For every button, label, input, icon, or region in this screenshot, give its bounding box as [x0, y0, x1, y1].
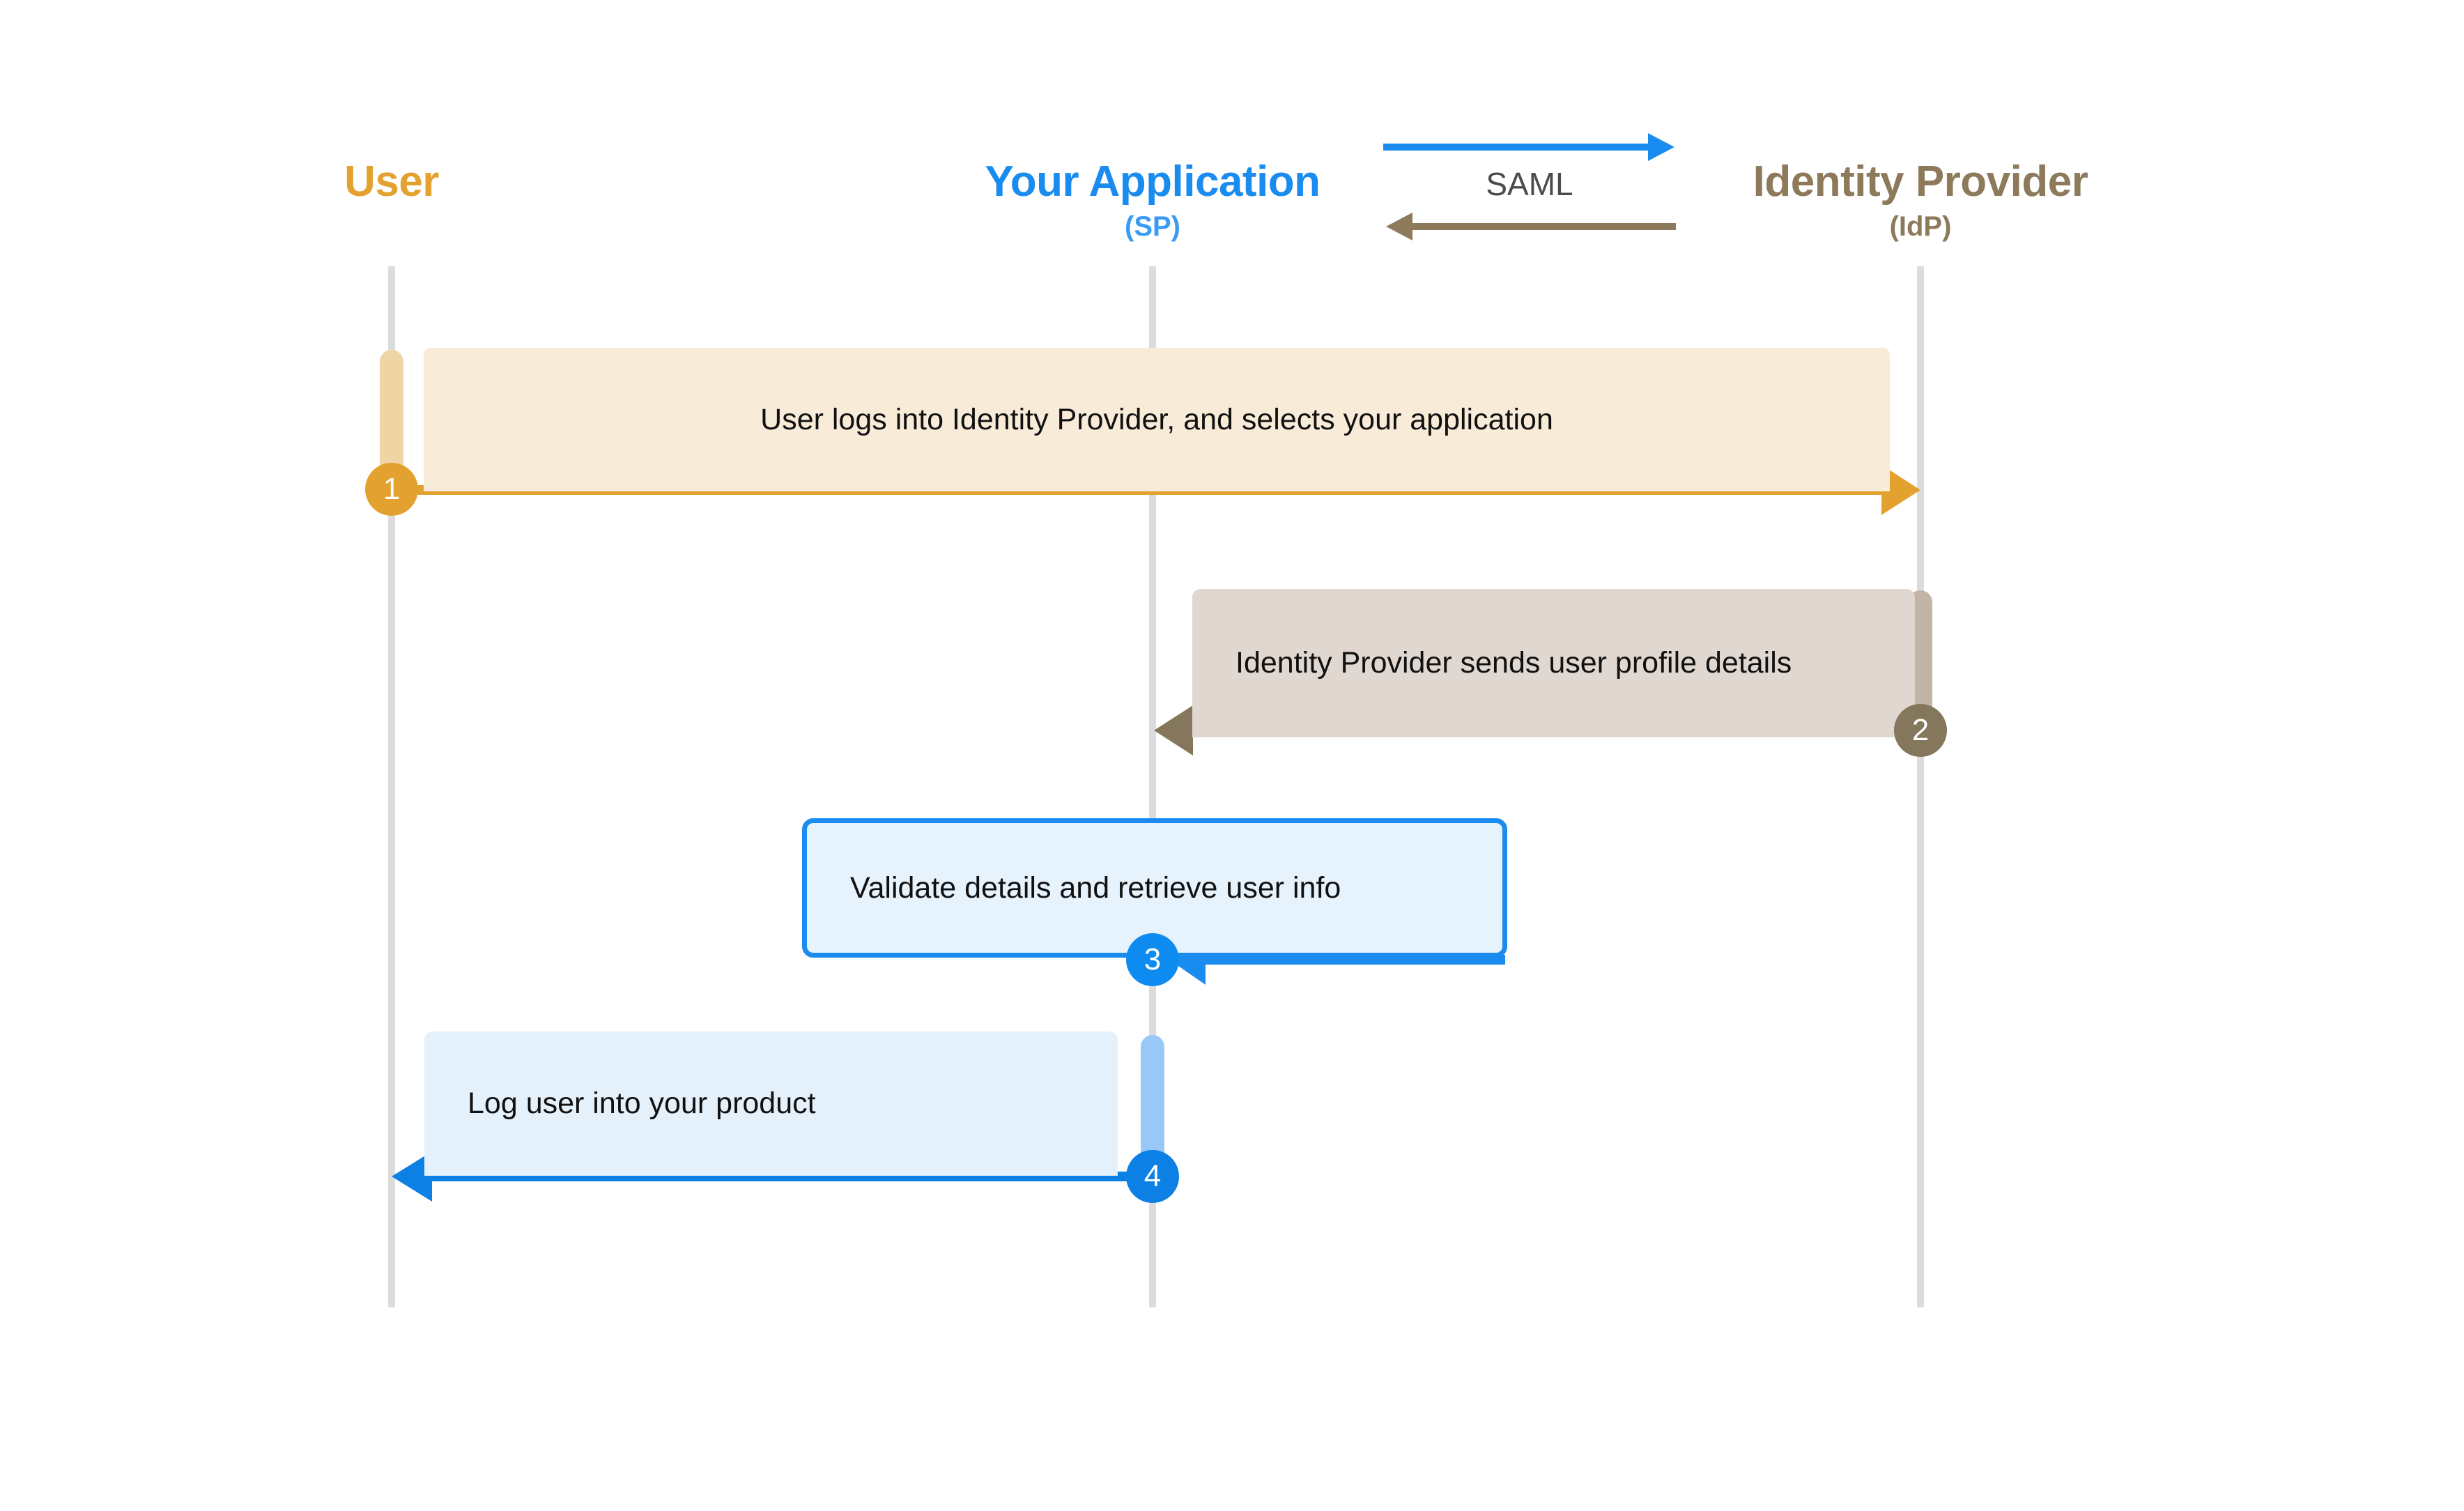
actor-header-user: User [344, 159, 439, 204]
saml-legend: SAML [1383, 129, 1676, 247]
step-badge-4: 4 [1126, 1150, 1179, 1203]
lifeline-user [388, 266, 395, 1307]
step-badge-4-label: 4 [1144, 1159, 1162, 1193]
saml-legend-arrows-icon [1383, 133, 1676, 240]
step-badge-1-label: 1 [383, 472, 401, 506]
message-text-step-3: Validate details and retrieve user info [850, 870, 1341, 905]
step-badge-3: 3 [1126, 933, 1179, 986]
actor-title-identity-provider: Identity Provider [1753, 158, 2088, 206]
message-box-step-2: Identity Provider sends user profile det… [1192, 589, 1915, 737]
message-box-step-4: Log user into your product [424, 1031, 1118, 1176]
step-badge-1: 1 [365, 463, 418, 516]
lifeline-your-application [1149, 266, 1156, 1307]
message-text-step-2: Identity Provider sends user profile det… [1235, 646, 1792, 680]
actor-subtitle-sp: (SP) [1124, 211, 1180, 243]
message-text-step-1: User logs into Identity Provider, and se… [760, 402, 1553, 436]
step-badge-2-label: 2 [1911, 713, 1930, 747]
message-box-step-1: User logs into Identity Provider, and se… [424, 348, 1890, 491]
actor-title-user: User [344, 158, 439, 206]
step-badge-2: 2 [1894, 704, 1947, 757]
step-badge-3-label: 3 [1144, 942, 1162, 976]
message-text-step-4: Log user into your product [468, 1087, 816, 1121]
saml-legend-label: SAML [1486, 166, 1573, 202]
actor-subtitle-idp: (IdP) [1889, 211, 1952, 243]
actor-header-your-application: Your Application (SP) [985, 159, 1320, 243]
actor-title-your-application: Your Application [985, 158, 1320, 206]
lifeline-identity-provider [1917, 266, 1924, 1307]
actor-header-identity-provider: Identity Provider (IdP) [1753, 159, 2088, 243]
